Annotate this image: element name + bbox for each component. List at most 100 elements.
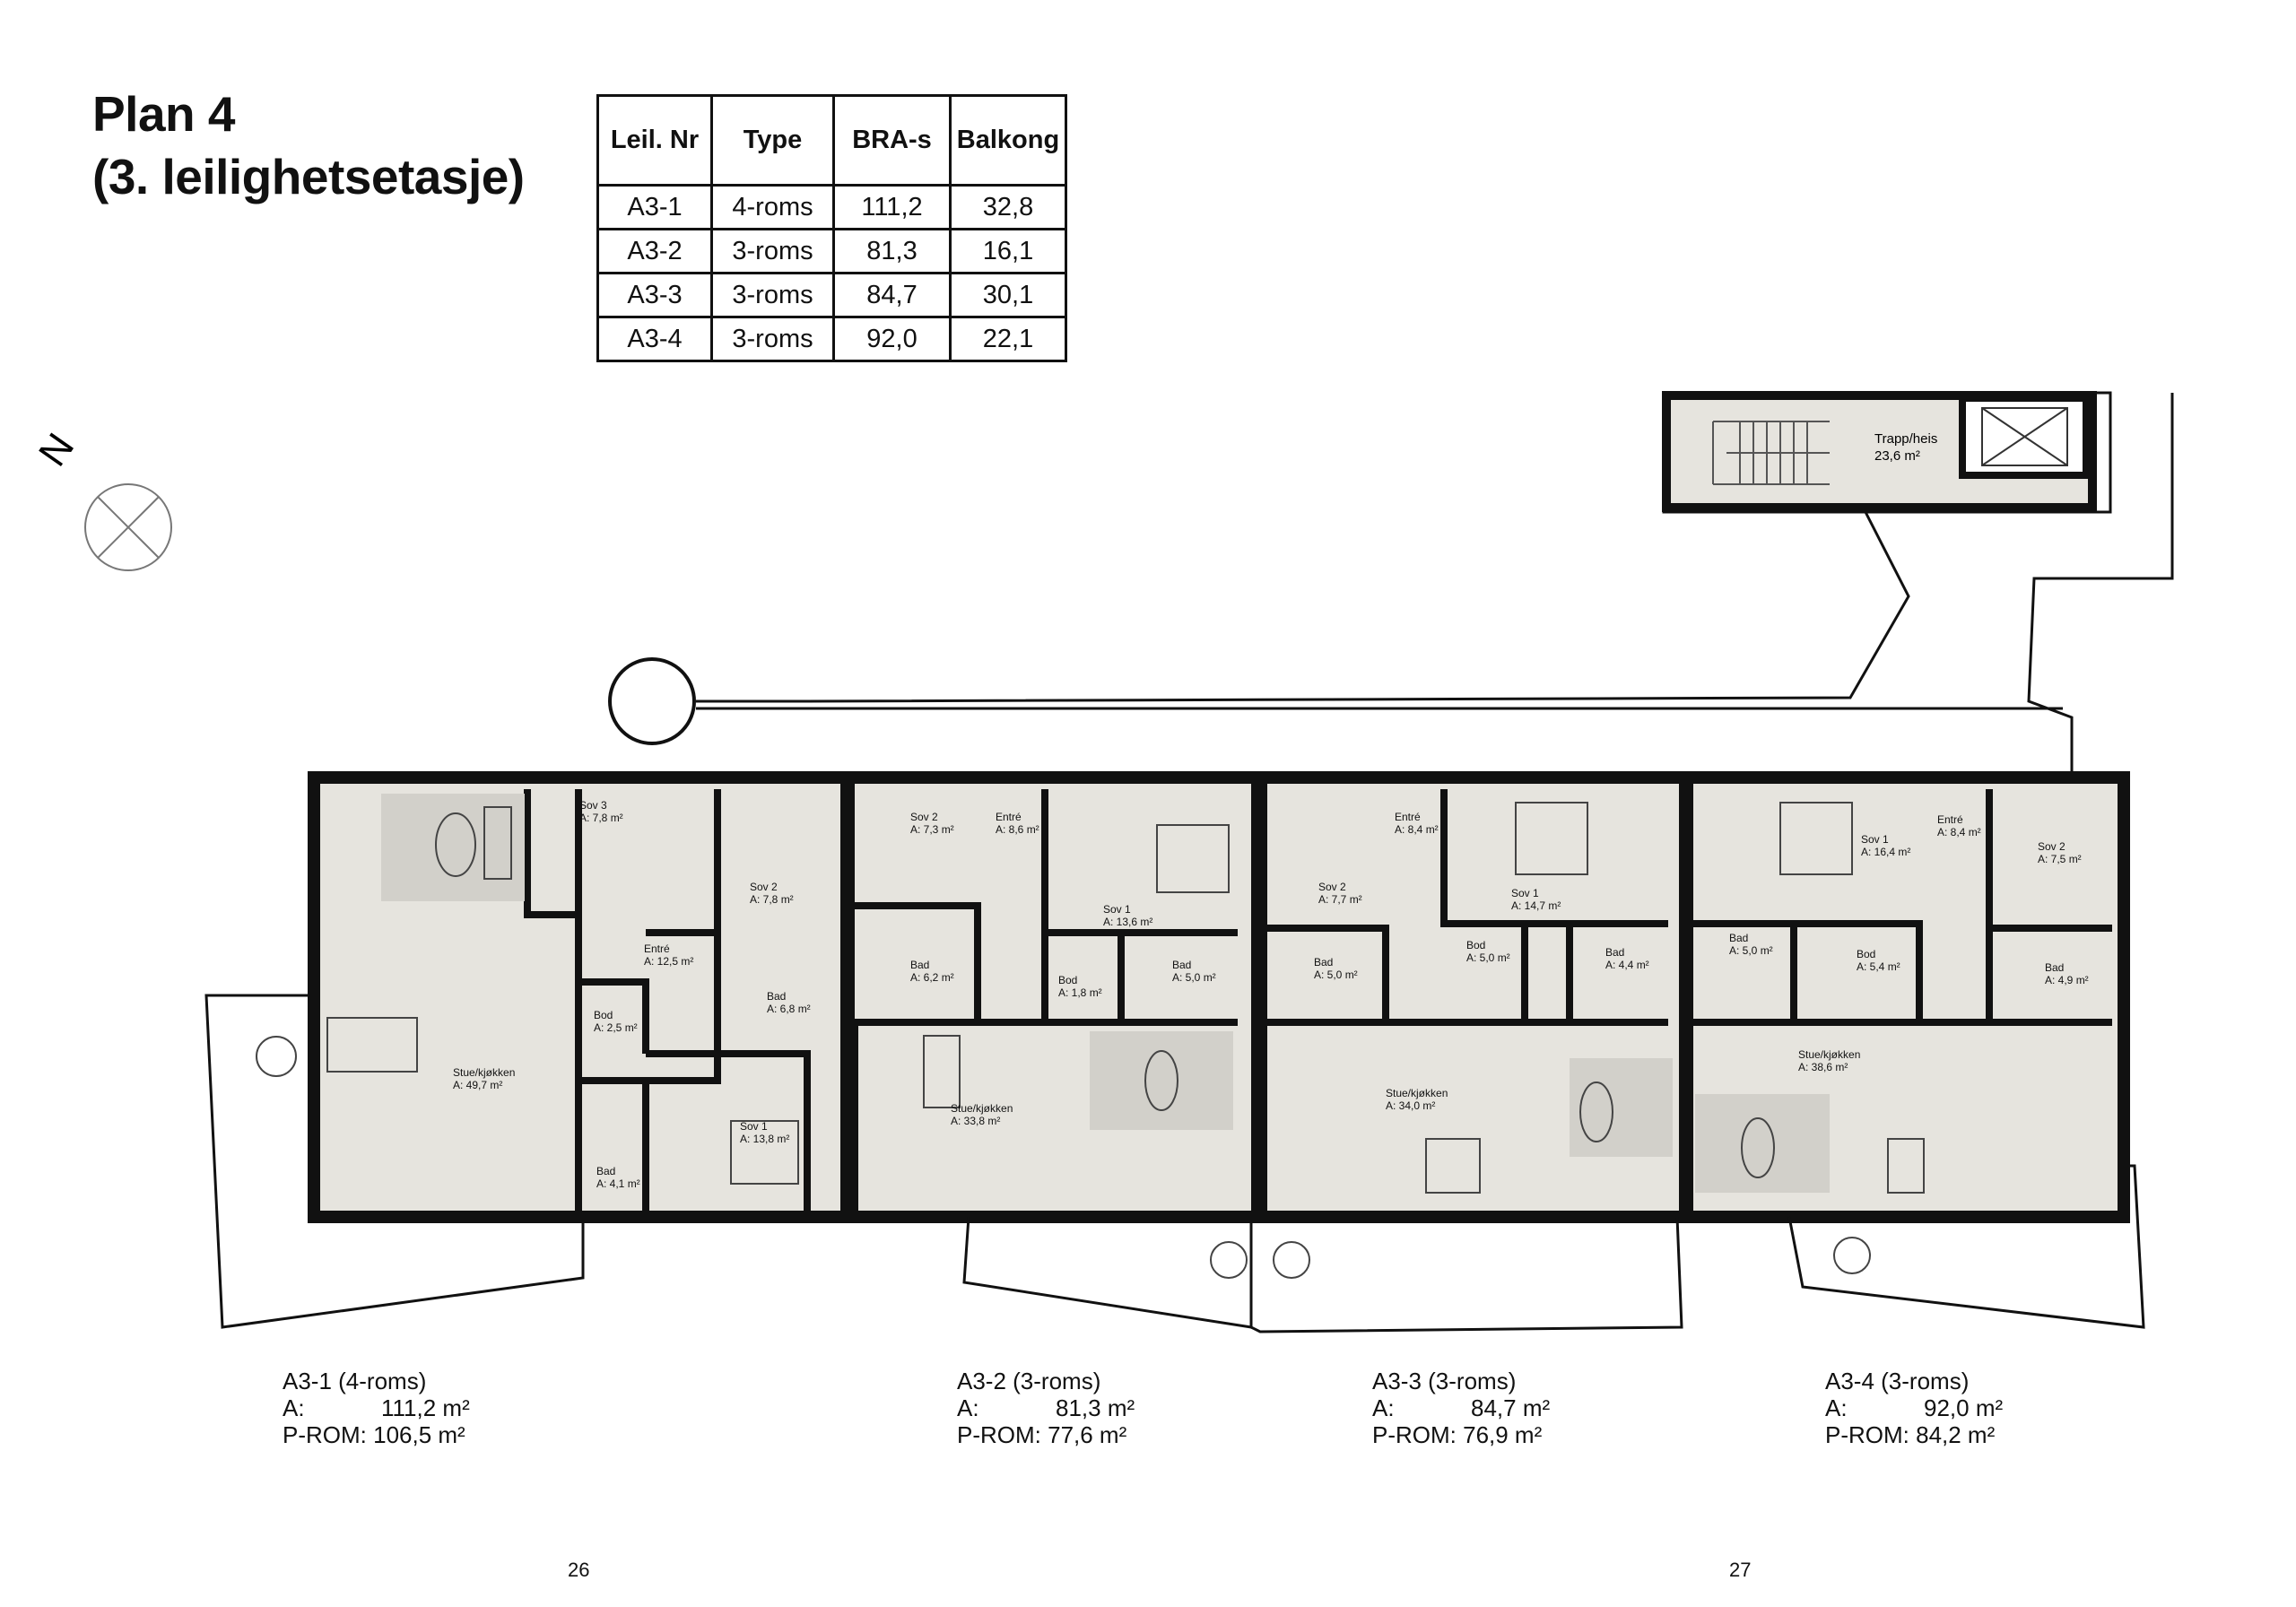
room-name: Stue/kjøkken bbox=[453, 1066, 515, 1079]
room-name: Sov 2 bbox=[1318, 881, 1346, 893]
balcony-table bbox=[1833, 1237, 1871, 1274]
stair-core: Trapp/heis 23,6 m² bbox=[1662, 391, 2112, 514]
table-cell: A3-2 bbox=[596, 228, 713, 274]
rug bbox=[1090, 1031, 1233, 1130]
room-area: A: 5,4 m² bbox=[1857, 960, 1900, 973]
room-area: A: 49,7 m² bbox=[453, 1079, 502, 1091]
unit-table: Leil. Nr Type BRA-s Balkong A3-1 4-roms … bbox=[596, 94, 1067, 362]
unit-summary-prom: P-ROM: 77,6 m² bbox=[957, 1421, 1127, 1448]
access-gallery bbox=[696, 393, 2174, 780]
unit-summary-area-label: A: bbox=[1825, 1394, 1848, 1421]
room-area: A: 5,0 m² bbox=[1314, 969, 1358, 981]
bed bbox=[1156, 824, 1230, 893]
compass: N bbox=[30, 426, 172, 571]
elevator-cross bbox=[1981, 407, 2068, 466]
room-area: A: 7,5 m² bbox=[2038, 853, 2082, 865]
table-cell: A3-4 bbox=[596, 316, 713, 362]
room-labels: Sov 3 A: 7,8 m² Sov 2 A: 7,8 m² Entré A:… bbox=[453, 799, 2089, 1190]
room-area: A: 6,2 m² bbox=[910, 971, 954, 984]
table-row: A3-3 3-roms 84,7 30,1 bbox=[596, 272, 1067, 318]
room-area: A: 5,0 m² bbox=[1729, 944, 1773, 957]
unit-summary-a3-1: A3-1 (4-roms) A:111,2 m² P-ROM: 106,5 m² bbox=[283, 1368, 470, 1448]
room-name: Bad bbox=[2045, 961, 2064, 974]
table-header: Leil. Nr bbox=[596, 94, 713, 187]
page-title-line2: (3. leilighetsetasje) bbox=[92, 149, 525, 204]
room-area: A: 16,4 m² bbox=[1861, 846, 1910, 858]
bed bbox=[1779, 802, 1853, 875]
room-area: A: 5,0 m² bbox=[1172, 971, 1216, 984]
balcony-table bbox=[1273, 1241, 1310, 1279]
unit-summary-a3-3: A3-3 (3-roms) A:84,7 m² P-ROM: 76,9 m² bbox=[1372, 1368, 1550, 1448]
room-name: Entré bbox=[1395, 811, 1421, 823]
unit-summary-name: A3-3 (3-roms) bbox=[1372, 1368, 1517, 1394]
room-name: Bad bbox=[1314, 956, 1333, 969]
coffee-table bbox=[435, 812, 476, 877]
room-name: Bod bbox=[1058, 974, 1077, 986]
room-area: A: 14,7 m² bbox=[1511, 899, 1561, 912]
room-name: Sov 1 bbox=[1103, 903, 1131, 916]
room-area: A: 1,8 m² bbox=[1058, 986, 1102, 999]
room-name: Bad bbox=[1605, 946, 1624, 959]
unit-summary-area-row: A:111,2 m² bbox=[283, 1394, 470, 1421]
room-area: A: 13,6 m² bbox=[1103, 916, 1152, 928]
compass-circle bbox=[84, 483, 172, 571]
unit-summary-area-value: 92,0 m² bbox=[1924, 1394, 2004, 1421]
interior-walls bbox=[524, 789, 2112, 1217]
room-name: Sov 2 bbox=[910, 811, 938, 823]
room-name: Bad bbox=[767, 990, 786, 1003]
balcony-table bbox=[256, 1036, 297, 1077]
unit-summary-area-value: 81,3 m² bbox=[1056, 1394, 1135, 1421]
table-cell: 16,1 bbox=[949, 228, 1067, 274]
room-area: A: 8,4 m² bbox=[1395, 823, 1439, 836]
room-area: A: 34,0 m² bbox=[1386, 1099, 1435, 1112]
page-title: Plan 4 (3. leilighetsetasje) bbox=[92, 83, 525, 208]
room-name: Sov 2 bbox=[750, 881, 778, 893]
bed bbox=[1515, 802, 1588, 875]
room-name: Sov 1 bbox=[1511, 887, 1539, 899]
room-name: Entré bbox=[1937, 813, 1963, 826]
room-name: Bod bbox=[594, 1009, 613, 1021]
stair-core-area: 23,6 m² bbox=[1874, 448, 1920, 464]
balcony-a3-4 bbox=[1787, 1164, 2145, 1329]
room-name: Stue/kjøkken bbox=[1386, 1087, 1448, 1099]
compass-line bbox=[97, 496, 160, 559]
table-row: A3-2 3-roms 81,3 16,1 bbox=[596, 228, 1067, 274]
room-name: Stue/kjøkken bbox=[951, 1102, 1013, 1115]
table-cell: 32,8 bbox=[949, 184, 1067, 230]
dining-table bbox=[1425, 1138, 1481, 1194]
rug bbox=[381, 794, 525, 901]
unit-summary-area-row: A: 92,0 m² bbox=[1825, 1394, 2003, 1421]
balcony-a3-3 bbox=[1250, 1216, 1683, 1333]
unit-summary-name: A3-1 (4-roms) bbox=[283, 1368, 427, 1394]
table-cell: 81,3 bbox=[832, 228, 952, 274]
table-row: A3-1 4-roms 111,2 32,8 bbox=[596, 184, 1067, 230]
unit-summary-area-label: A: bbox=[283, 1394, 305, 1421]
room-area: A: 6,8 m² bbox=[767, 1003, 811, 1015]
room-area: A: 8,6 m² bbox=[996, 823, 1039, 836]
page-number-right: 27 bbox=[1729, 1559, 1752, 1581]
dining-table bbox=[326, 1017, 418, 1073]
unit-summary-prom: P-ROM: 106,5 m² bbox=[283, 1421, 465, 1448]
room-name: Bad bbox=[1172, 959, 1191, 971]
room-name: Sov 1 bbox=[740, 1120, 768, 1133]
building-outer-wall bbox=[308, 771, 2130, 1223]
unit-summary-a3-4: A3-4 (3-roms) A:92,0 m² P-ROM: 84,2 m² bbox=[1825, 1368, 2003, 1448]
room-area: A: 8,4 m² bbox=[1937, 826, 1981, 838]
table-cell: 84,7 bbox=[832, 272, 952, 318]
table-cell: 30,1 bbox=[949, 272, 1067, 318]
room-name: Bod bbox=[1466, 939, 1485, 951]
room-area: A: 12,5 m² bbox=[644, 955, 693, 968]
unit-summary-name: A3-4 (3-roms) bbox=[1825, 1368, 1970, 1394]
room-area: A: 38,6 m² bbox=[1798, 1061, 1848, 1073]
rug bbox=[1570, 1058, 1673, 1157]
stair-steps bbox=[1712, 421, 1830, 485]
room-name: Bad bbox=[910, 959, 929, 971]
table-header: Balkong bbox=[949, 94, 1067, 187]
room-name: Stue/kjøkken bbox=[1798, 1048, 1860, 1061]
table-cell: 92,0 bbox=[832, 316, 952, 362]
coffee-table bbox=[1579, 1081, 1613, 1142]
page-number-left: 26 bbox=[568, 1559, 590, 1581]
table-cell: 3-roms bbox=[710, 228, 835, 274]
round-balcony bbox=[608, 657, 696, 745]
stair-core-name: Trapp/heis bbox=[1874, 431, 1937, 447]
